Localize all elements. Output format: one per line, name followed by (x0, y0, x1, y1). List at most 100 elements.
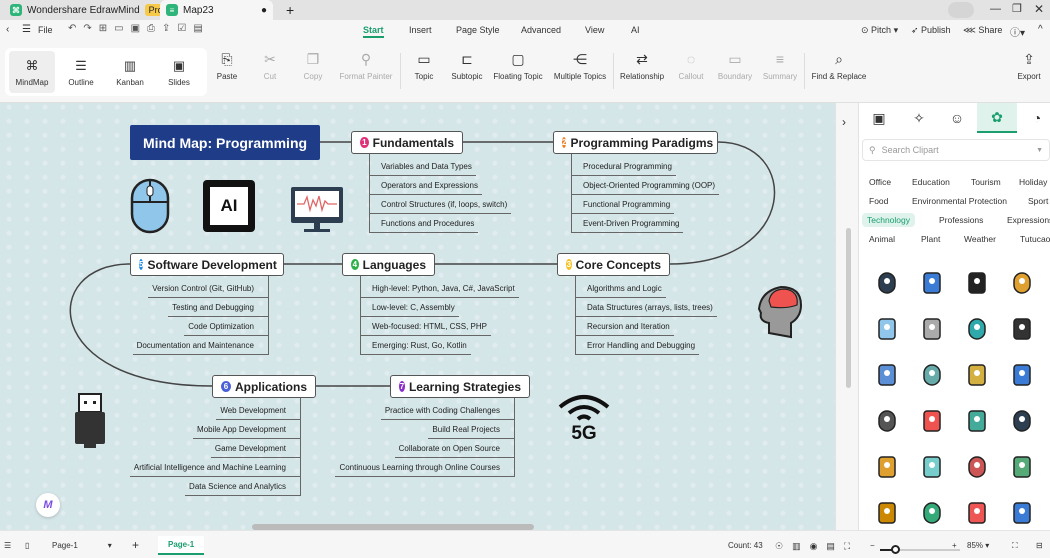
webcam-icon[interactable] (917, 268, 947, 298)
view-outline-button[interactable]: ☰Outline (58, 51, 104, 93)
molecule-icon[interactable] (872, 452, 902, 482)
view-mindmap-button[interactable]: ⌘MindMap (9, 51, 55, 93)
category-expressions[interactable]: Expressions (1007, 215, 1050, 225)
mouse-clipart-icon[interactable] (130, 178, 170, 234)
first-aid-kit-icon[interactable] (917, 498, 947, 528)
monitor-icon[interactable] (1007, 406, 1037, 436)
people-icon[interactable] (962, 452, 992, 482)
mouse-icon[interactable] (872, 314, 902, 344)
category-professions[interactable]: Professions (939, 215, 984, 225)
hamburger-icon[interactable]: ☰ (22, 24, 31, 35)
tab-ai[interactable]: AI (631, 25, 640, 35)
restore-icon[interactable]: ❐ (1012, 3, 1022, 15)
category-animal[interactable]: Animal (869, 234, 895, 244)
vertical-scrollbar[interactable] (846, 228, 851, 388)
collapse-panel-icon[interactable]: › (842, 115, 846, 129)
page-tab[interactable]: Page-1 (158, 536, 205, 555)
tab-insert[interactable]: Insert (409, 25, 432, 35)
floating-topic-button[interactable]: ▢Floating Topic (488, 51, 548, 81)
subtopic[interactable]: Web-focused: HTML, CSS, PHP (360, 322, 491, 336)
radar-antenna-icon[interactable] (917, 360, 947, 390)
minimize-icon[interactable]: — (990, 3, 1001, 15)
category-plant[interactable]: Plant (921, 234, 941, 244)
collapse-ribbon-icon[interactable]: ^ (1038, 24, 1043, 35)
subtopic[interactable]: Data Science and Analytics (185, 482, 300, 496)
subtopic[interactable]: Low-level: C, Assembly (360, 303, 459, 317)
subtopic[interactable]: High-level: Python, Java, C#, JavaScript (360, 284, 519, 298)
subtopic[interactable]: Web Development (216, 406, 300, 420)
clipboard-icon[interactable] (872, 498, 902, 528)
category-tutucao[interactable]: Tutucao (1020, 234, 1050, 244)
category-weather[interactable]: Weather (964, 234, 996, 244)
subtopic[interactable]: Version Control (Git, GitHub) (148, 284, 268, 298)
subtopic[interactable]: Functions and Procedures (369, 219, 479, 233)
category-sport[interactable]: Sport (1028, 196, 1049, 206)
microscope-icon[interactable] (872, 268, 902, 298)
view-slides-button[interactable]: ▣Slides (156, 51, 202, 93)
category-food[interactable]: Food (869, 196, 889, 206)
horizontal-scrollbar[interactable] (252, 524, 534, 530)
fullscreen-icon[interactable]: ⛶ (1012, 541, 1018, 550)
contrast-icon[interactable] (1007, 498, 1037, 528)
export-button[interactable]: ⇪Export (999, 51, 1050, 81)
subtopic[interactable]: Procedural Programming (571, 162, 676, 176)
back-icon[interactable]: ‹ (6, 24, 10, 35)
tab-view[interactable]: View (585, 25, 605, 35)
subtopic[interactable]: Game Development (210, 444, 300, 458)
brain-head-clipart-icon[interactable] (757, 283, 805, 339)
subtopic[interactable]: Documentation and Maintenance (132, 341, 268, 355)
publish-button[interactable]: ➶ Publish (911, 25, 951, 36)
zoom-slider[interactable] (880, 545, 960, 554)
subtopic[interactable]: Build Real Projects (428, 425, 514, 439)
telescope-icon[interactable] (872, 406, 902, 436)
central-topic[interactable]: Mind Map: Programming (130, 125, 320, 160)
zoom-out-icon[interactable]: − (870, 541, 875, 550)
view-kanban-button[interactable]: ▥Kanban (107, 51, 153, 93)
monitor-heartbeat-clipart-icon[interactable] (290, 186, 344, 233)
tab-start[interactable]: Start (363, 25, 384, 38)
subtopic[interactable]: Artificial Intelligence and Machine Lear… (129, 463, 300, 477)
dna-icon[interactable] (962, 406, 992, 436)
category-holiday[interactable]: Holiday (1019, 177, 1048, 187)
subtopic[interactable]: Practice with Coding Challenges (380, 406, 514, 420)
chevron-down-icon[interactable]: ▼ (1036, 146, 1043, 154)
lab-microscope-icon[interactable] (1007, 452, 1037, 482)
category-office[interactable]: Office (869, 177, 892, 187)
panel-toggle-icon[interactable]: ▯ (25, 541, 30, 550)
subtopic[interactable]: Emerging: Rust, Go, Kotlin (360, 341, 471, 355)
subtopic[interactable]: Data Structures (arrays, lists, trees) (575, 303, 717, 317)
ai-sparkle-icon[interactable]: ✧ (913, 109, 925, 126)
tab-advanced[interactable]: Advanced (521, 25, 562, 35)
cell-icon[interactable] (917, 452, 947, 482)
pitch-button[interactable]: ⊙ Pitch ▾ (861, 25, 899, 35)
clipart-search-input[interactable]: ⚲Search Clipart▼ (862, 139, 1050, 161)
subtopic-button[interactable]: ⊏Subtopic (437, 51, 497, 81)
clipart-icon[interactable]: ✿ (977, 103, 1017, 133)
paste-button[interactable]: ⎘Paste (197, 51, 257, 81)
subtopic[interactable]: Testing and Debugging (168, 303, 268, 317)
beaker-icon[interactable] (917, 314, 947, 344)
find-replace-button[interactable]: ⌕Find & Replace (809, 51, 869, 81)
subtopic[interactable]: Error Handling and Debugging (575, 341, 700, 355)
subtopic[interactable]: Mobile App Development (193, 425, 300, 439)
close-icon[interactable]: ✕ (1034, 2, 1045, 16)
category-tourism[interactable]: Tourism (971, 177, 1001, 187)
help-icon[interactable]: ⓘ▾ (1010, 28, 1026, 39)
satellite-icon[interactable] (872, 360, 902, 390)
category-technology[interactable]: Technology (862, 213, 916, 227)
ai-chip-clipart-icon[interactable]: AI (203, 180, 255, 232)
file-menu[interactable]: File (38, 25, 53, 35)
history-icon[interactable]: ◔ (1032, 110, 1042, 126)
zoom-level[interactable]: 85% ▾ (967, 541, 990, 550)
handheld-device-icon[interactable] (1007, 268, 1037, 298)
usb-drive-icon[interactable] (962, 268, 992, 298)
headset-icon[interactable] (962, 314, 992, 344)
layout-icon[interactable]: ▣ (872, 109, 886, 126)
subtopic[interactable]: Variables and Data Types (369, 162, 476, 176)
